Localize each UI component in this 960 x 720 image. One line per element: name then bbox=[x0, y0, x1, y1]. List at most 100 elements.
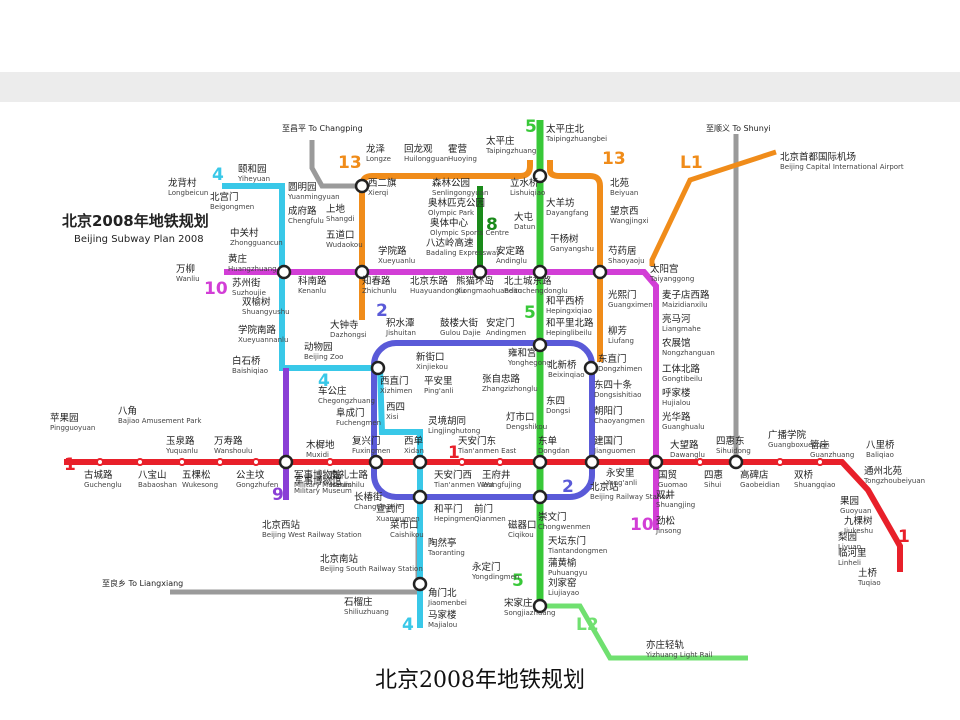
line-label-10: 10 bbox=[204, 279, 228, 299]
station-dot[interactable] bbox=[252, 458, 260, 466]
station-node-xidan[interactable] bbox=[412, 454, 428, 470]
station-node-lishuiqiao[interactable] bbox=[532, 168, 548, 184]
station-node-xiongmao[interactable] bbox=[472, 264, 488, 280]
station-label-cn: 八里桥 bbox=[866, 439, 895, 451]
station-dot[interactable] bbox=[178, 458, 186, 466]
line-L1 bbox=[649, 149, 777, 266]
station-label-en: Liufang bbox=[608, 337, 634, 345]
station-node-zhichunlu[interactable] bbox=[354, 264, 370, 280]
station-label-en: Changchunjie bbox=[354, 503, 402, 511]
station-label-en: Dongsishitiao bbox=[594, 391, 641, 399]
station-label-en: Kenanlu bbox=[298, 287, 326, 295]
station-label-cn: 双井 bbox=[656, 489, 675, 501]
station-dot[interactable] bbox=[696, 458, 704, 466]
station-label-en: Xinjiekou bbox=[416, 363, 448, 371]
station-dot[interactable] bbox=[96, 458, 104, 466]
station-label-cn: 积水潭 bbox=[386, 317, 415, 329]
station-dot[interactable] bbox=[326, 458, 334, 466]
station-label-en: Fuxingmen bbox=[352, 447, 391, 455]
station-label-cn: 古城路 bbox=[84, 469, 113, 481]
station-node-beitucheng[interactable] bbox=[532, 264, 548, 280]
station-label-cn: 永安里 bbox=[606, 467, 635, 479]
station-label-cn: 农展馆 bbox=[662, 337, 691, 349]
station-node-yonghegong[interactable] bbox=[532, 337, 548, 353]
station-node-xierqi[interactable] bbox=[354, 178, 370, 194]
station-label-en: Taipingzhuang bbox=[485, 147, 536, 155]
header-band bbox=[0, 72, 960, 102]
line-label-5b: 5 bbox=[524, 303, 536, 323]
station-label-en: Chegongzhuang bbox=[318, 397, 375, 405]
station-label-en: Tian'anmen West bbox=[433, 481, 495, 489]
station-label-cn: 北新桥 bbox=[548, 359, 577, 371]
station-label-cn: 东直门 bbox=[598, 353, 627, 365]
station-label-en: Military Museum bbox=[294, 481, 352, 489]
station-label-en: Dongsi bbox=[546, 407, 570, 415]
station-label-cn: 复兴门 bbox=[352, 435, 381, 447]
station-label-en: Tiantandongmen bbox=[547, 547, 607, 555]
station-dot[interactable] bbox=[216, 458, 224, 466]
station-node-huangzhuang[interactable] bbox=[276, 264, 292, 280]
station-label-cn: 北京西站 bbox=[262, 519, 301, 531]
station-label-cn: 望京西 bbox=[610, 205, 639, 217]
line-label-13: 13 bbox=[338, 153, 362, 173]
station-label-en: Songjiazhuang bbox=[504, 609, 556, 617]
station-label-en: Zhichunlu bbox=[362, 287, 397, 295]
station-node-jianguomen[interactable] bbox=[584, 454, 600, 470]
station-node-chongwenmen[interactable] bbox=[532, 489, 548, 505]
station-label-en: Jiukeshu bbox=[843, 527, 873, 535]
station-label-cn: 东单 bbox=[538, 435, 558, 447]
station-label-en: Sihuidong bbox=[716, 447, 751, 455]
station-node-jiaomenbei[interactable] bbox=[412, 576, 428, 592]
station-node-xizhimen[interactable] bbox=[370, 360, 386, 376]
station-label-cn: 学院路 bbox=[378, 245, 407, 257]
station-label-en: Datun bbox=[514, 223, 535, 231]
station-dot[interactable] bbox=[816, 458, 824, 466]
station-label-en: Pingguoyuan bbox=[50, 424, 95, 432]
station-label-en: Xuanwumen bbox=[376, 515, 420, 523]
line-label-10b: 10 bbox=[630, 515, 654, 535]
station-node-shaoyaoju[interactable] bbox=[592, 264, 608, 280]
station-label-en: Guanzhuang bbox=[810, 451, 854, 459]
station-node-songjiazhuang[interactable] bbox=[532, 598, 548, 614]
station-node-dongdan[interactable] bbox=[532, 454, 548, 470]
station-label-cn: 管庄 bbox=[810, 439, 830, 451]
station-label-cn: 知春路 bbox=[362, 275, 391, 287]
station-label-cn: 大钟寺 bbox=[330, 319, 359, 331]
station-label-cn: 万柳 bbox=[176, 263, 195, 275]
station-label-cn: 南礼士路 bbox=[330, 469, 369, 481]
station-label-cn: 龙背村 bbox=[168, 177, 197, 189]
station-label-en: Huilongguan bbox=[404, 155, 448, 163]
station-dot[interactable] bbox=[136, 458, 144, 466]
station-label-en: Dawanglu bbox=[670, 451, 705, 459]
station-label-cn: 黄庄 bbox=[228, 253, 248, 265]
station-label-cn: 芍药居 bbox=[608, 245, 637, 257]
station-label-en: Puhuangyu bbox=[548, 569, 587, 577]
station-label-en: Muxidi bbox=[306, 451, 329, 459]
station-label-cn: 森林公园 bbox=[432, 177, 470, 189]
station-label-cn: 五道口 bbox=[326, 229, 355, 241]
station-node-junbo[interactable] bbox=[278, 454, 294, 470]
station-label-en: Gongzhufen bbox=[236, 481, 278, 489]
station-label-cn: 回龙观 bbox=[404, 143, 433, 155]
station-label-en: Yuanmingyuan bbox=[287, 193, 340, 201]
station-label-en: Shuangqiao bbox=[794, 481, 835, 489]
station-node-dongzhimen[interactable] bbox=[583, 360, 599, 376]
station-dot[interactable] bbox=[776, 458, 784, 466]
station-label-cn: 前门 bbox=[474, 503, 493, 515]
station-label-cn: 颐和园 bbox=[238, 164, 267, 175]
station-label-cn: 果园 bbox=[840, 496, 859, 507]
station-label-en: Qianmen bbox=[474, 515, 506, 523]
station-node-xuanwumen[interactable] bbox=[412, 489, 428, 505]
station-dot[interactable] bbox=[496, 458, 504, 466]
station-label-en: Hujialou bbox=[662, 399, 691, 407]
station-node-fuxingmen[interactable] bbox=[368, 454, 384, 470]
station-dot[interactable] bbox=[458, 458, 466, 466]
station-label-cn: 陶然亭 bbox=[428, 537, 457, 549]
station-label-cn: 国贸 bbox=[658, 469, 677, 481]
station-label-cn: 动物园 bbox=[304, 341, 333, 353]
station-node-guomao[interactable] bbox=[648, 454, 664, 470]
station-label-en: Taipingzhuangbei bbox=[545, 135, 607, 143]
map-title-cn: 北京2008年地铁规划 bbox=[62, 212, 209, 230]
station-label-en: Gaobeidian bbox=[740, 481, 780, 489]
station-node-sihuidong[interactable] bbox=[728, 454, 744, 470]
